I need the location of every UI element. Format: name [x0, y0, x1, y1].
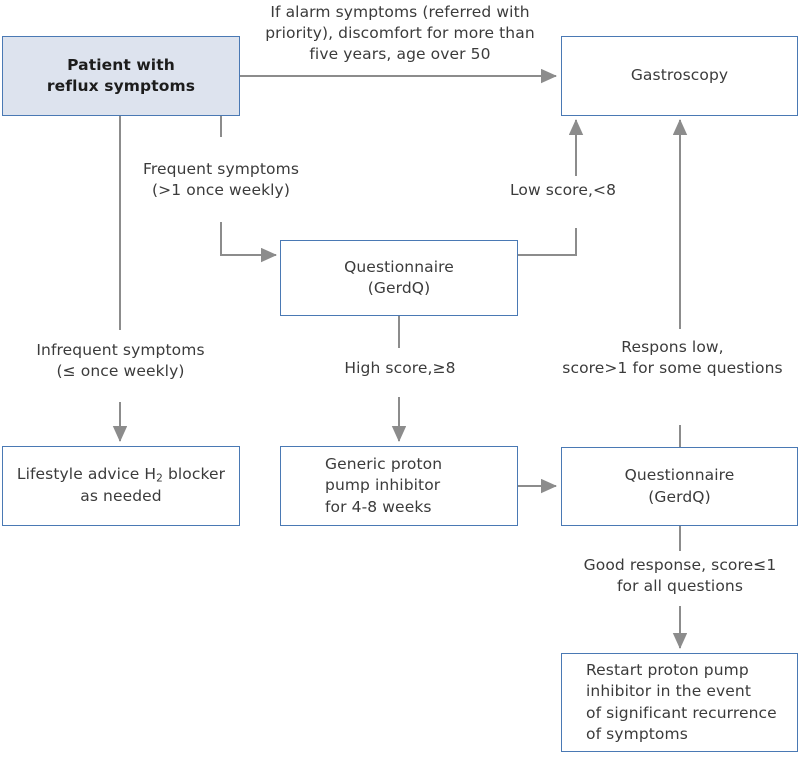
- edge-questionnaire1-lowscore-stub: [518, 228, 577, 256]
- node-questionnaire-gerdq-2[interactable]: Questionnaire (GerdQ): [561, 447, 798, 526]
- edge-label-alarm-symptoms: If alarm symptoms (referred with priorit…: [265, 3, 535, 63]
- edge-label-respons-low: Respons low, score>1 for some questions: [562, 338, 783, 377]
- node-gastroscopy[interactable]: Gastroscopy: [561, 36, 798, 116]
- node-gastroscopy-label: Gastroscopy: [630, 66, 729, 85]
- edge-label-good-response: Good response, score≤1 for all questions: [583, 556, 777, 595]
- node-restart-label: Restart proton pump inhibitor in the eve…: [586, 660, 777, 743]
- edge-label-frequent-symptoms: Frequent symptoms (>1 once weekly): [142, 160, 299, 199]
- node-patient-label: Patient with reflux symptoms: [46, 55, 196, 95]
- node-generic-proton-pump-inhibitor[interactable]: Generic proton pump inhibitor for 4-8 we…: [280, 446, 518, 526]
- node-questionnaire2-label: Questionnaire (GerdQ): [624, 466, 735, 506]
- node-questionnaire-gerdq-1[interactable]: Questionnaire (GerdQ): [280, 240, 518, 316]
- edge-label-infrequent-symptoms: Infrequent symptoms (≤ once weekly): [36, 341, 205, 380]
- node-ppi-label: Generic proton pump inhibitor for 4-8 we…: [325, 454, 443, 516]
- edge-label-low-score: Low score,<8: [509, 181, 617, 199]
- edge-label-high-score: High score,≥8: [344, 359, 456, 377]
- node-restart-proton-pump-inhibitor[interactable]: Restart proton pump inhibitor in the eve…: [561, 653, 798, 752]
- node-questionnaire1-label: Questionnaire (GerdQ): [344, 257, 454, 297]
- edge-patient-to-questionnaire1: [220, 222, 277, 263]
- node-patient-with-reflux-symptoms[interactable]: Patient with reflux symptoms: [2, 36, 240, 116]
